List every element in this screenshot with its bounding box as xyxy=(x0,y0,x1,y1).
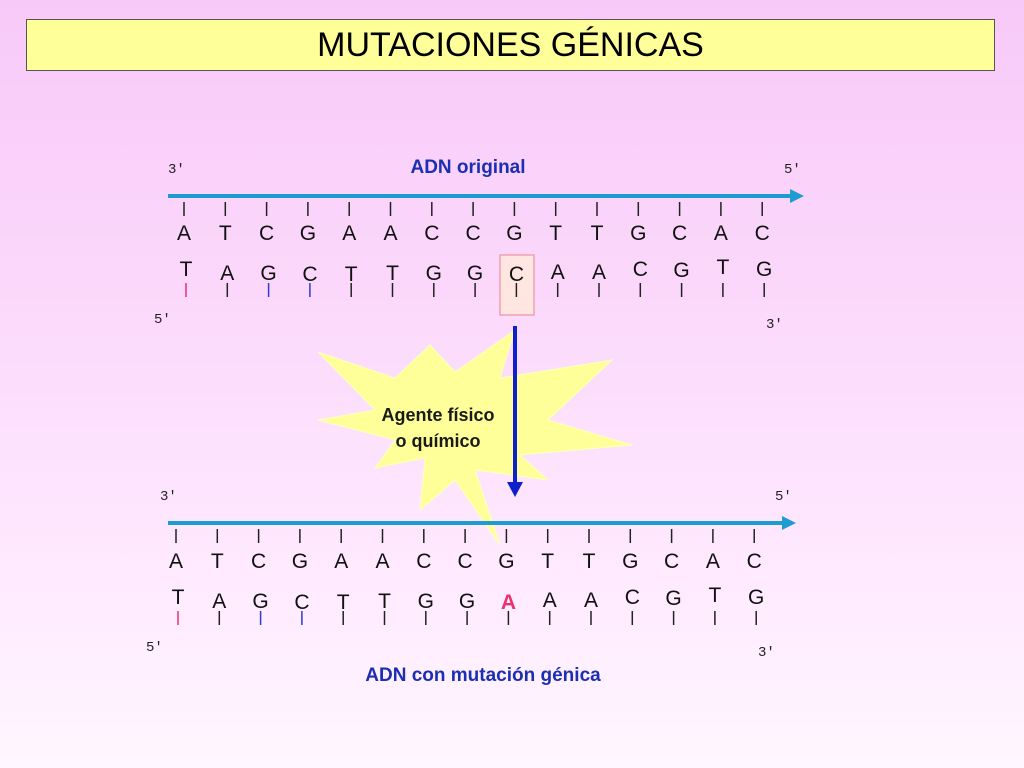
original-bottom-base: G xyxy=(467,262,483,285)
original-top-base: C xyxy=(259,222,274,245)
original-bottom-base: A xyxy=(220,262,234,285)
mutated-bottom-right-end: 3' xyxy=(758,645,775,661)
original-bottom-base: G xyxy=(756,258,772,281)
mutated-bottom-base: A xyxy=(543,589,557,612)
original-bottom-base: T xyxy=(180,258,193,281)
original-top-strand-arrow xyxy=(790,189,804,203)
page-title: MUTACIONES GÉNICAS xyxy=(317,25,704,64)
original-bottom-base: G xyxy=(673,259,689,282)
mutated-bottom-left-end: 5' xyxy=(146,640,163,656)
agent-line2: o químico xyxy=(396,431,481,451)
original-bottom-base: T xyxy=(386,262,399,285)
mutated-bottom-base: T xyxy=(172,586,185,609)
original-top-base: G xyxy=(630,222,646,245)
mutated-bottom-base: G xyxy=(748,586,764,609)
mutated-bottom-base: A xyxy=(212,590,226,613)
mutated-label: ADN con mutación génica xyxy=(365,665,601,686)
original-top-base: G xyxy=(300,222,316,245)
mutated-bottom-base: A xyxy=(584,589,598,612)
mutated-bottom-base: C xyxy=(294,591,309,614)
mutated-bottom-base: T xyxy=(378,590,391,613)
original-top-right-end: 5' xyxy=(784,162,801,178)
original-bottom-base: T xyxy=(716,256,729,279)
original-top-base: A xyxy=(714,222,728,245)
title-box: MUTACIONES GÉNICAS xyxy=(26,19,995,71)
mutated-top-base: T xyxy=(211,550,224,573)
original-top-left-end: 3' xyxy=(168,162,185,178)
original-bottom-base: G xyxy=(260,262,276,285)
mutated-top-base: G xyxy=(498,550,514,573)
mutated-top-right-end: 5' xyxy=(775,489,792,505)
mutation-arrow-head xyxy=(507,482,523,497)
mutated-bottom-base: G xyxy=(252,590,268,613)
original-top-base: C xyxy=(672,222,687,245)
mutated-bottom-base: G xyxy=(665,587,681,610)
original-top-base: A xyxy=(342,222,356,245)
original-bottom-right-end: 3' xyxy=(766,317,783,333)
original-bottom-base: G xyxy=(426,262,442,285)
mutated-bottom-base: T xyxy=(708,584,721,607)
original-top-base: C xyxy=(466,222,481,245)
original-top-base: C xyxy=(424,222,439,245)
mutated-top-base: C xyxy=(664,550,679,573)
mutated-top-base: G xyxy=(292,550,308,573)
original-top-base: C xyxy=(755,222,770,245)
original-top-base: G xyxy=(506,222,522,245)
original-top-base: A xyxy=(177,222,191,245)
mutated-bottom-base: G xyxy=(459,590,475,613)
mutated-bottom-base: T xyxy=(337,591,350,614)
original-bottom-base: C xyxy=(633,258,648,281)
original-bottom-left-end: 5' xyxy=(154,312,171,328)
mutated-bottom-base: C xyxy=(625,586,640,609)
original-top-base: T xyxy=(219,222,232,245)
mutated-top-base: C xyxy=(747,550,762,573)
original-bottom-base: C xyxy=(509,263,524,286)
original-label: ADN original xyxy=(410,157,525,178)
mutated-top-base: C xyxy=(458,550,473,573)
mutated-top-base: T xyxy=(541,550,554,573)
mutation-site-highlight xyxy=(499,254,535,316)
original-top-base: T xyxy=(591,222,604,245)
mutated-mutated-base: A xyxy=(501,591,516,614)
mutated-top-left-end: 3' xyxy=(160,489,177,505)
original-bottom-base: C xyxy=(302,263,317,286)
agent-burst xyxy=(317,328,633,546)
mutated-top-base: A xyxy=(169,550,183,573)
original-top-base: T xyxy=(549,222,562,245)
agent-line1: Agente físico xyxy=(381,405,494,425)
mutated-top-base: A xyxy=(334,550,348,573)
mutated-top-base: G xyxy=(622,550,638,573)
original-bottom-base: A xyxy=(592,261,606,284)
original-top-base: A xyxy=(383,222,397,245)
mutated-top-base: C xyxy=(416,550,431,573)
mutated-top-base: A xyxy=(375,550,389,573)
mutated-top-strand-arrow xyxy=(782,516,796,530)
mutated-top-base: T xyxy=(583,550,596,573)
mutated-top-base: C xyxy=(251,550,266,573)
original-bottom-base: A xyxy=(551,261,565,284)
mutated-bottom-base: G xyxy=(418,590,434,613)
mutated-top-base: A xyxy=(706,550,720,573)
original-bottom-base: T xyxy=(345,263,358,286)
